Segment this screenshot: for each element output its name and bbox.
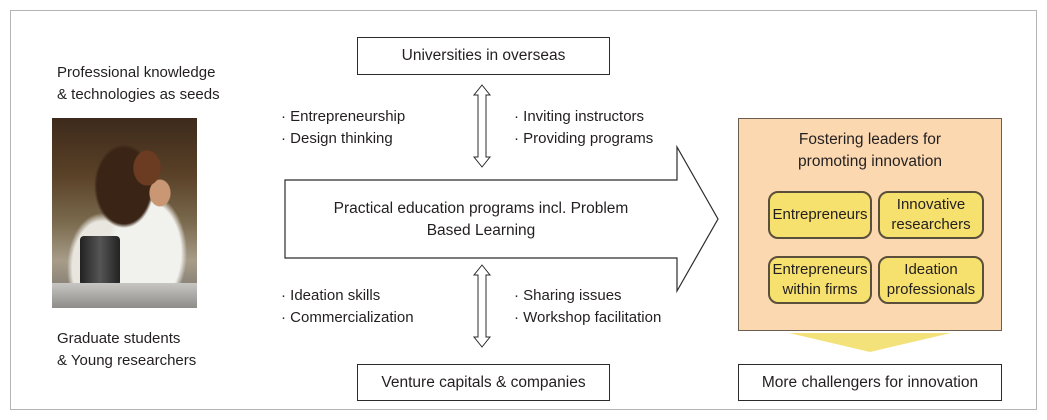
role-entrepreneurs: Entrepreneurs — [768, 191, 872, 239]
people-caption-line-1: Graduate students — [57, 330, 181, 347]
top-left-item-2: · Design thinking — [281, 130, 393, 147]
top-double-arrow — [472, 84, 492, 168]
main-arrow-label-line-1: Practical education programs incl. Probl… — [333, 200, 629, 217]
result-box: More challengers for innovation — [738, 364, 1002, 401]
role-ideation-professionals: Ideation professionals — [878, 256, 984, 304]
seeds-caption-line-2: & technologies as seeds — [57, 86, 220, 103]
top-right-item-1: · Inviting instructors — [514, 108, 645, 125]
venture-capitals-box: Venture capitals & companies — [357, 364, 610, 401]
seeds-caption-line-1: Professional knowledge — [57, 64, 216, 81]
lab-researchers-photo — [52, 118, 197, 308]
outcome-title-line-1: Fostering leaders for — [798, 131, 942, 148]
bottom-left-item-2: · Commercialization — [281, 309, 414, 326]
bottom-double-arrow — [472, 264, 492, 348]
main-arrow-label: Practical education programs incl. Probl… — [285, 198, 677, 242]
bottom-right-item-2: · Workshop facilitation — [514, 309, 662, 326]
bottom-right-item-1: · Sharing issues — [514, 287, 622, 304]
figure-frame — [10, 10, 1037, 410]
outcome-panel-title: Fostering leaders for promoting innovati… — [739, 129, 1001, 173]
result-down-arrow — [789, 333, 951, 352]
universities-box: Universities in overseas — [357, 37, 610, 75]
microscope-shape — [80, 236, 120, 286]
outcome-title-line-2: promoting innovation — [798, 153, 942, 170]
main-flow-arrow — [284, 144, 719, 294]
bottom-left-item-1: · Ideation skills — [281, 287, 381, 304]
main-arrow-label-line-2: Based Learning — [426, 222, 536, 239]
top-left-item-1: · Entrepreneurship — [281, 108, 406, 125]
role-innovative-researchers: Innovative researchers — [878, 191, 984, 239]
top-right-item-2: · Providing programs — [514, 130, 654, 147]
role-entrepreneurs-within-firms: Entrepreneurs within firms — [768, 256, 872, 304]
outcome-panel: Fostering leaders for promoting innovati… — [738, 118, 1002, 331]
lab-bench-shape — [52, 283, 197, 308]
people-caption-line-2: & Young researchers — [57, 352, 197, 369]
